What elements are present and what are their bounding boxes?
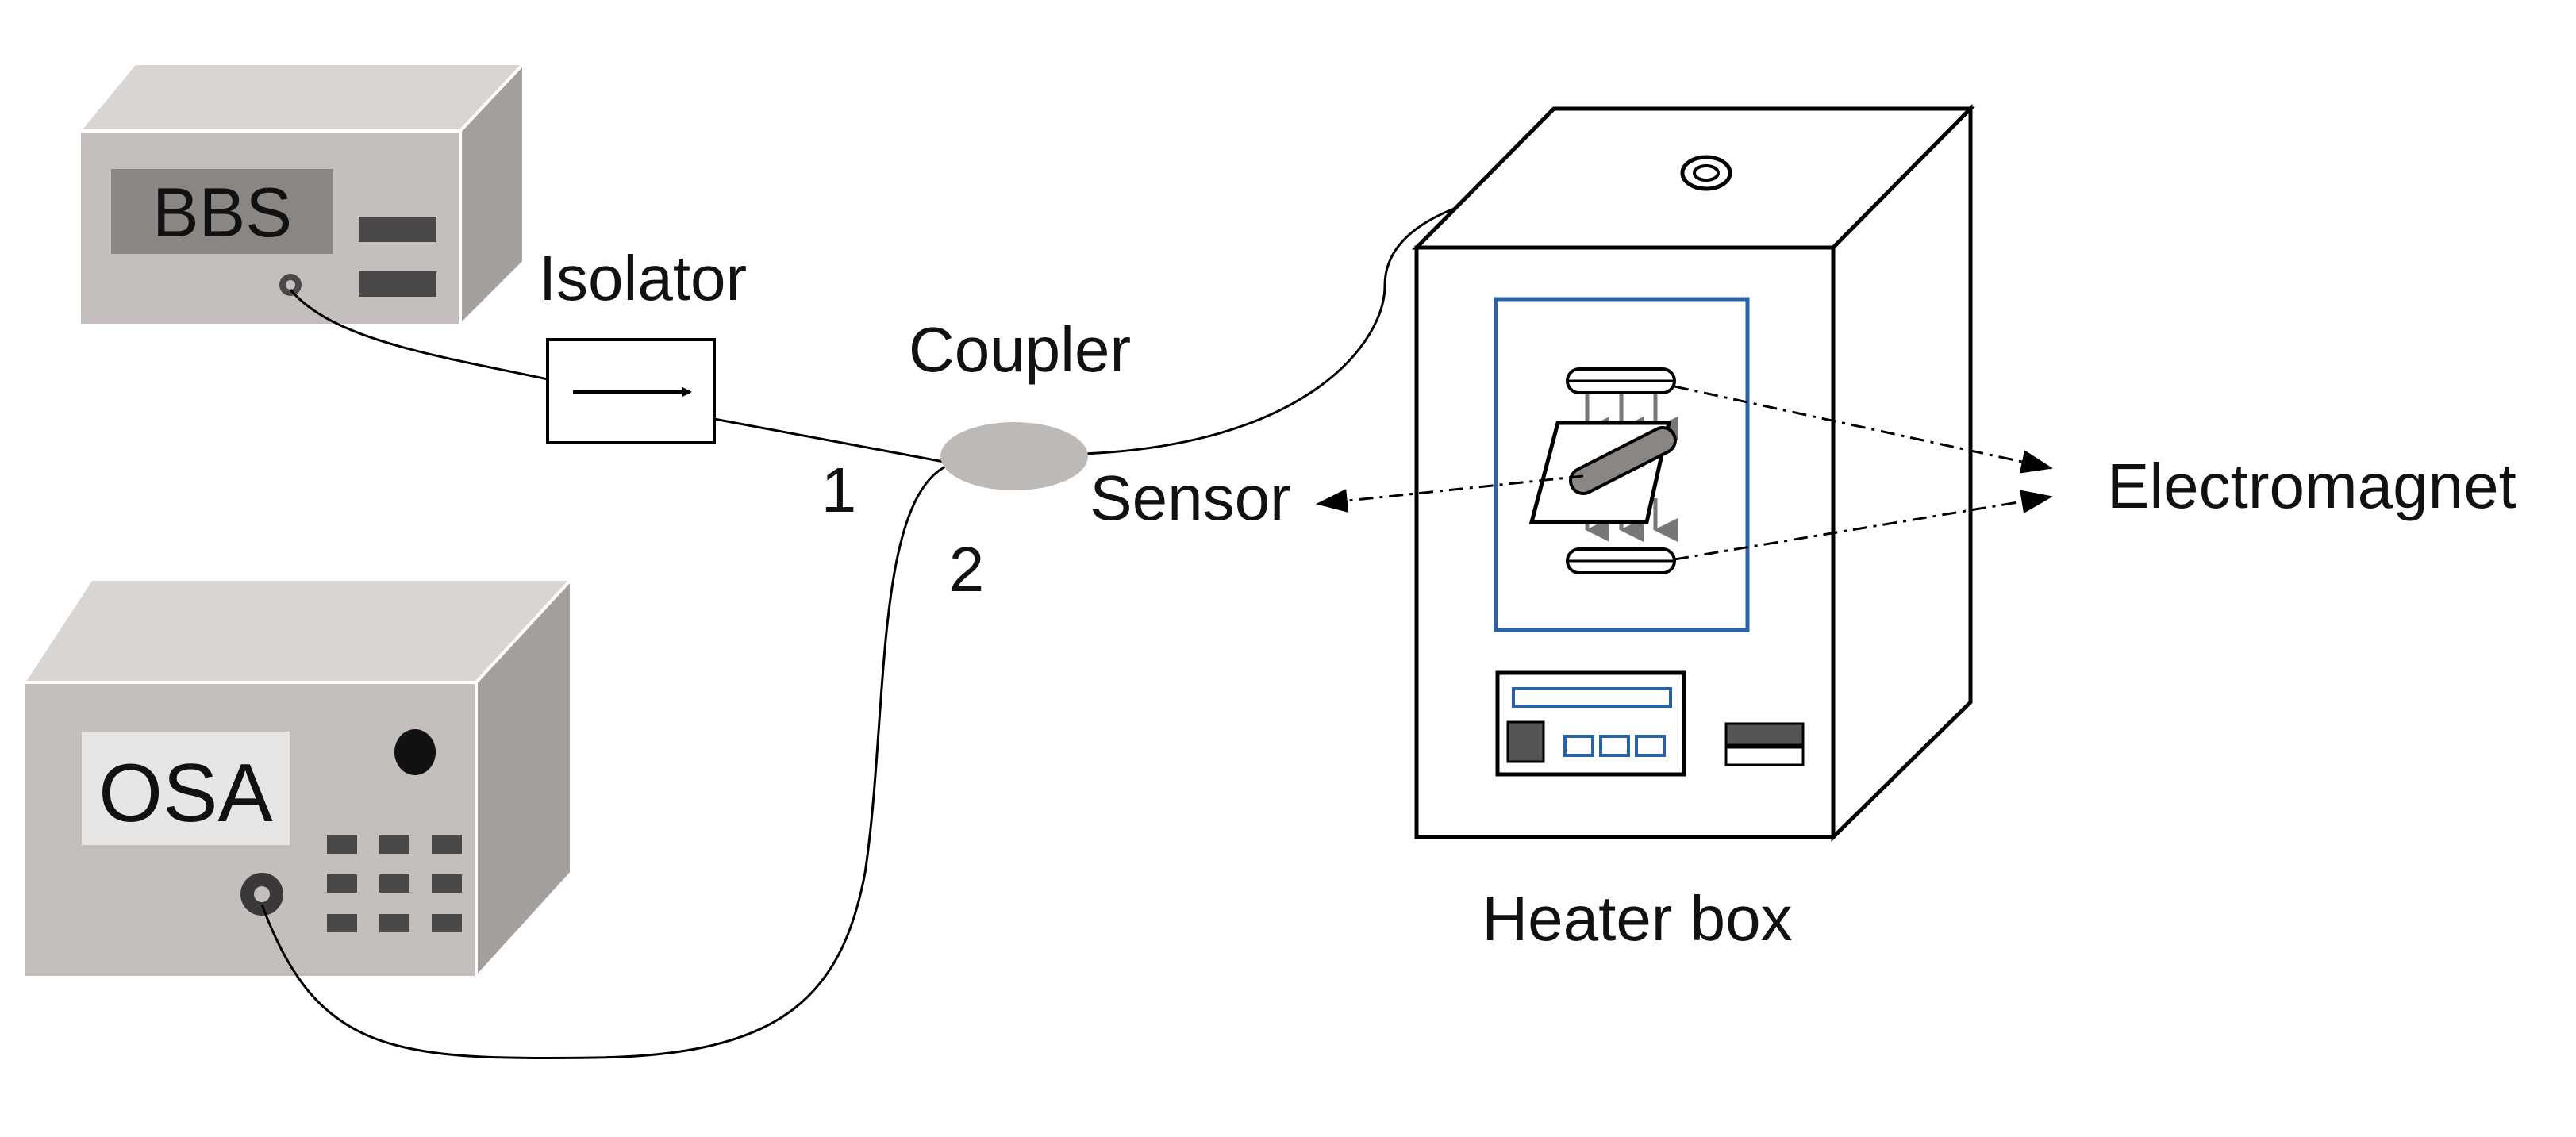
bbs-button-lower bbox=[359, 271, 436, 297]
heater-box-label: Heater box bbox=[1482, 883, 1792, 954]
bbs-button-upper bbox=[359, 217, 436, 242]
bbs-top-face bbox=[75, 62, 528, 133]
leader-arrows bbox=[1316, 385, 2053, 561]
osa-label: OSA bbox=[98, 747, 273, 839]
heater-box: Heater box bbox=[1412, 103, 1975, 954]
electromagnet-leader-arrow-top bbox=[1674, 385, 2053, 474]
osa-keypad bbox=[327, 835, 462, 932]
electromagnet-leader-arrow-bottom bbox=[1674, 490, 2053, 561]
coupler-label: Coupler bbox=[909, 314, 1131, 385]
bbs-display bbox=[111, 169, 333, 254]
isolator-label: Isolator bbox=[539, 243, 747, 313]
heater-panel-display bbox=[1512, 687, 1672, 708]
osa-device: OSA bbox=[21, 574, 575, 982]
coupler: Coupler 1 2 bbox=[821, 314, 1131, 605]
port-2-label: 2 bbox=[949, 534, 985, 605]
sensor-element bbox=[1569, 426, 1677, 495]
heater-vent-upper bbox=[1724, 722, 1805, 747]
bbs-label: BBS bbox=[152, 173, 292, 252]
bbs-device: BBS bbox=[75, 59, 528, 329]
electromagnet-label: Electromagnet bbox=[2107, 451, 2516, 521]
heater-panel-button-1 bbox=[1563, 735, 1594, 757]
osa-display bbox=[82, 732, 290, 845]
port-1-label: 1 bbox=[821, 455, 857, 525]
sensor-label: Sensor bbox=[1090, 463, 1290, 533]
heater-panel-button-2 bbox=[1599, 735, 1630, 757]
fiber-coupler-to-osa bbox=[260, 462, 953, 1059]
coupler-body bbox=[940, 422, 1088, 490]
isolator: Isolator bbox=[539, 243, 747, 444]
fiber-bbs-to-isolator bbox=[289, 289, 548, 381]
osa-knob bbox=[394, 729, 436, 775]
sensor-leader-arrow bbox=[1316, 474, 1584, 513]
fiber-isolator-to-coupler bbox=[713, 417, 953, 465]
heater-panel-button-3 bbox=[1635, 735, 1666, 757]
heater-panel-switch bbox=[1506, 720, 1545, 763]
heater-window bbox=[1494, 297, 1750, 632]
heater-vent-lower bbox=[1724, 746, 1805, 766]
